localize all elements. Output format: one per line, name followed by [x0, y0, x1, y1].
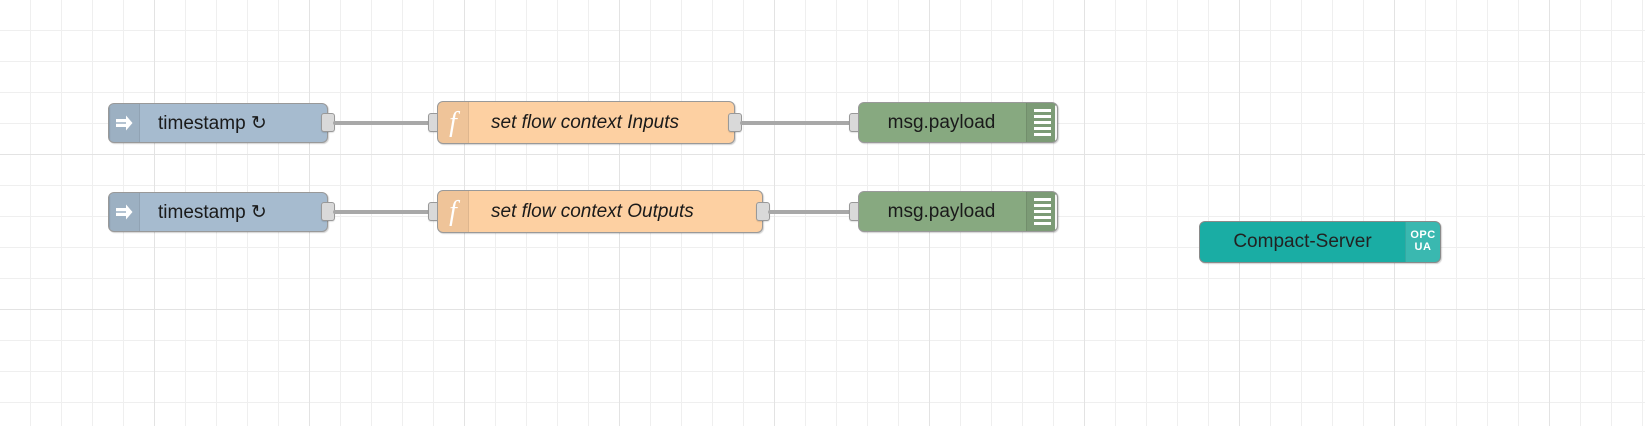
wire-inject1-function1[interactable]	[333, 121, 435, 125]
function-f-icon-1: f	[438, 102, 469, 143]
debug-bars-icon-2	[1026, 192, 1057, 231]
opc-badge-bottom: UA	[1414, 241, 1432, 253]
function-node-label-1: set flow context Inputs	[491, 111, 679, 133]
function-glyph: f	[449, 106, 457, 138]
function-f-icon-2: f	[438, 191, 469, 232]
inject-fire-button-1[interactable]	[108, 106, 109, 142]
opcua-server-node[interactable]: Compact-Server OPC UA	[1199, 221, 1441, 263]
opcua-node-label: Compact-Server	[1233, 231, 1372, 252]
debug-status-1[interactable]	[1055, 105, 1057, 141]
debug-node-label-1: msg.payload	[887, 111, 996, 133]
debug-node-2[interactable]: msg.payload	[858, 191, 1058, 232]
inject-fire-button-2[interactable]	[108, 195, 109, 231]
wire-function1-debug1[interactable]	[740, 121, 856, 125]
inject-node-label-1: timestamp ↻	[158, 112, 267, 134]
debug-bars-icon-1	[1026, 103, 1057, 142]
function-glyph: f	[449, 195, 457, 227]
inject-arrow-icon-1	[109, 104, 140, 142]
wire-function2-debug2[interactable]	[768, 210, 856, 214]
opc-ua-icon: OPC UA	[1405, 222, 1440, 262]
opc-badge-top: OPC	[1410, 229, 1436, 242]
debug-node-label-2: msg.payload	[887, 200, 996, 222]
function-node-1[interactable]: f set flow context Inputs	[437, 101, 735, 144]
debug-status-2[interactable]	[1055, 194, 1057, 230]
inject-node-2[interactable]: timestamp ↻	[108, 192, 328, 232]
wire-inject2-function2[interactable]	[333, 210, 435, 214]
debug-node-1[interactable]: msg.payload	[858, 102, 1058, 143]
inject-node-label-2: timestamp ↻	[158, 201, 267, 223]
inject-node-1[interactable]: timestamp ↻	[108, 103, 328, 143]
inject-arrow-icon-2	[109, 193, 140, 231]
function-node-2[interactable]: f set flow context Outputs	[437, 190, 763, 233]
function-node-label-2: set flow context Outputs	[491, 200, 694, 222]
